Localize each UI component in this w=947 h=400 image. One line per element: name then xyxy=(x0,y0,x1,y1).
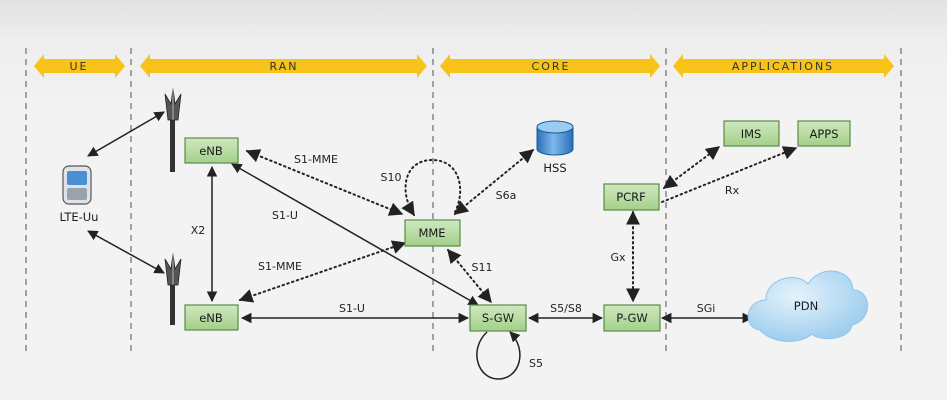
pdn-label: PDN xyxy=(794,299,818,313)
link-ue-tower-bottom xyxy=(87,230,165,274)
pgw-label: P-GW xyxy=(616,311,648,325)
link-s10-loop xyxy=(401,158,462,217)
link-s1mme-top xyxy=(245,149,404,216)
s1-mme-top-label: S1-MME xyxy=(294,153,338,166)
enb-bottom-box xyxy=(184,304,239,331)
phone-icon xyxy=(62,165,92,205)
mme-box xyxy=(404,219,461,247)
apps-box xyxy=(797,120,851,147)
link-s1mme-bottom xyxy=(238,240,407,303)
s10-label: S10 xyxy=(381,171,402,184)
ue-label: LTE-Uu xyxy=(60,210,99,224)
zone-label-applications: APPLICATIONS xyxy=(732,60,834,73)
ims-label: IMS xyxy=(741,127,762,141)
s1-u-bottom-label: S1-U xyxy=(339,302,365,315)
mme-label: MME xyxy=(418,226,445,240)
zone-bands xyxy=(34,54,894,78)
band-core xyxy=(440,54,660,78)
s5-s8-label: S5/S8 xyxy=(550,302,582,315)
pcrf-label: PCRF xyxy=(616,190,646,204)
rx-label: Rx xyxy=(725,184,740,197)
gx-label: Gx xyxy=(610,251,626,264)
zone-label-ran: RAN xyxy=(270,60,299,73)
link-s11 xyxy=(447,248,492,304)
link-s6a xyxy=(453,149,535,215)
sgw-box xyxy=(469,304,527,332)
link-ue-tower-top xyxy=(87,111,165,157)
antenna-tower-bottom-icon xyxy=(164,252,182,325)
enb-top-label: eNB xyxy=(199,144,223,158)
pgw-box xyxy=(603,304,661,332)
dotted-links xyxy=(238,146,798,304)
link-s5-loop xyxy=(476,331,521,380)
hss-label: HSS xyxy=(543,161,566,175)
antenna-tower-top-icon xyxy=(164,87,182,172)
s1-mme-bottom-label: S1-MME xyxy=(258,260,302,273)
enb-bottom-label: eNB xyxy=(199,311,223,325)
pdn-cloud-icon xyxy=(747,270,868,342)
link-rx-ims xyxy=(662,146,721,189)
node-boxes xyxy=(184,120,851,332)
zone-label-ue: UE xyxy=(69,60,88,73)
band-ue xyxy=(34,54,125,78)
sgw-label: S-GW xyxy=(482,311,514,325)
s11-label: S11 xyxy=(472,261,493,274)
link-rx-apps xyxy=(661,146,798,203)
enb-top-box xyxy=(184,137,239,164)
zone-label-core: CORE xyxy=(532,60,571,73)
band-apps xyxy=(673,54,894,78)
ims-box xyxy=(723,120,780,147)
pcrf-box xyxy=(603,183,660,211)
x2-label: X2 xyxy=(191,224,206,237)
s1-u-diagonal-label: S1-U xyxy=(272,209,298,222)
s6a-label: S6a xyxy=(496,189,517,202)
band-ran xyxy=(140,54,427,78)
s5-label: S5 xyxy=(529,357,543,370)
apps-label: APPS xyxy=(809,127,838,141)
sgi-label: SGi xyxy=(697,302,716,315)
hss-database-icon xyxy=(536,120,574,156)
